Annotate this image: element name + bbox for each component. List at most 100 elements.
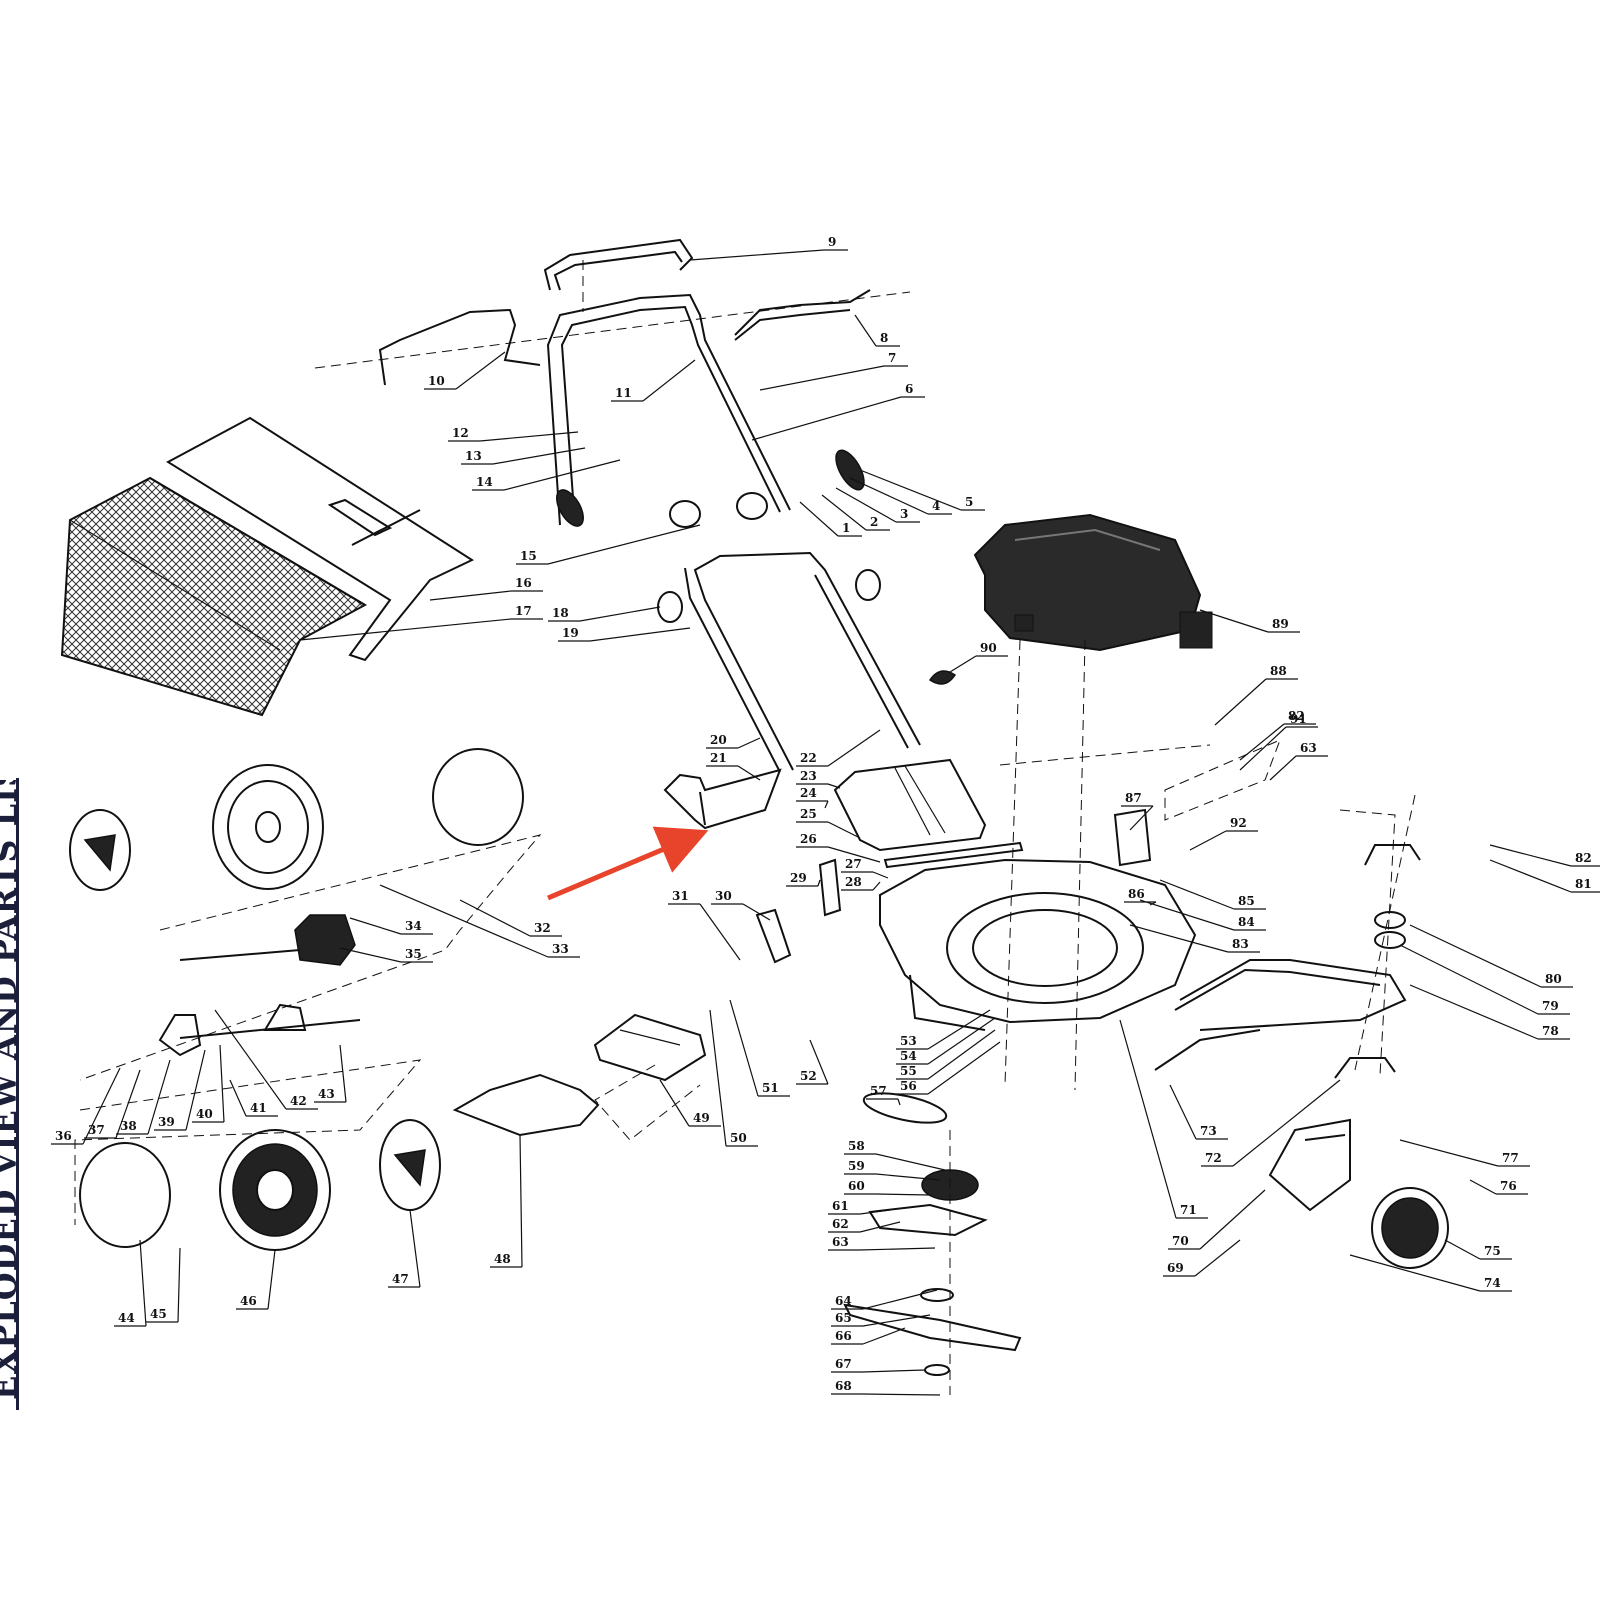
leader-line-p6 xyxy=(751,396,902,441)
leader-line-p53 xyxy=(927,1009,991,1050)
part-label-p42: 42 xyxy=(290,1094,307,1108)
part-label-p70: 70 xyxy=(1172,1234,1189,1248)
part-label-p14: 14 xyxy=(476,475,493,489)
part-label-p55: 55 xyxy=(900,1064,917,1078)
leader-line-p60 xyxy=(875,1193,931,1196)
part-label-p38: 38 xyxy=(120,1119,137,1133)
part-label-p6: 6 xyxy=(905,382,913,396)
leader-line-p76 xyxy=(1469,1179,1497,1195)
part-label-p39: 39 xyxy=(158,1115,175,1129)
leader-line-p20 xyxy=(737,737,761,749)
leader-line-p21 xyxy=(737,765,761,781)
part-label-p47: 47 xyxy=(392,1272,409,1286)
mulch-plate xyxy=(593,1013,707,1082)
leader-line-p71 xyxy=(1119,1019,1177,1219)
leader-line-p40 xyxy=(219,1044,225,1123)
leader-line-p2 xyxy=(821,494,867,531)
part-label-p7: 7 xyxy=(888,351,896,365)
part-label-p49: 49 xyxy=(693,1111,710,1125)
part-label-p16: 16 xyxy=(515,576,532,590)
cable-axis-line xyxy=(314,291,911,369)
leader-line-p70 xyxy=(1199,1189,1266,1250)
drive-belt xyxy=(862,1092,948,1124)
catcher-frame xyxy=(166,416,475,662)
part-label-p44: 44 xyxy=(118,1311,135,1325)
part-label-p12: 12 xyxy=(452,426,469,440)
leader-line-p59 xyxy=(875,1173,941,1181)
engine xyxy=(973,513,1213,652)
lower-handle xyxy=(657,551,921,773)
part-label-p87: 87 xyxy=(1125,791,1142,805)
leader-line-p86 xyxy=(1149,901,1157,906)
leader-line-p11 xyxy=(642,359,696,402)
leader-line-p73 xyxy=(1169,1084,1197,1140)
leader-line-p27 xyxy=(872,871,889,879)
leader-line-p16 xyxy=(429,590,512,601)
leader-line-p78 xyxy=(1409,984,1539,1040)
part-label-p13: 13 xyxy=(465,449,482,463)
part-label-p79: 79 xyxy=(1542,999,1559,1013)
side-title-rule xyxy=(16,778,19,1410)
leader-line-p12 xyxy=(479,431,579,442)
leader-line-p18 xyxy=(579,606,661,622)
part-label-p60: 60 xyxy=(848,1179,865,1193)
front-wheel xyxy=(1371,1187,1449,1269)
leader-line-p81 xyxy=(1489,859,1572,893)
leader-line-p56 xyxy=(927,1041,1001,1095)
part-label-p82: 82 xyxy=(1575,851,1592,865)
part-label-p5: 5 xyxy=(965,495,973,509)
leader-line-p82 xyxy=(1489,844,1572,867)
control-cable xyxy=(734,289,871,341)
highlight-arrow xyxy=(547,826,709,901)
part-label-p3: 3 xyxy=(900,507,908,521)
part-label-p59: 59 xyxy=(848,1159,865,1173)
part-label-p48: 48 xyxy=(494,1252,511,1266)
leader-line-p63 xyxy=(859,1247,936,1251)
leader-line-p91 xyxy=(1239,726,1287,771)
leader-line-p65 xyxy=(862,1314,931,1327)
leader-line-p32 xyxy=(459,899,531,937)
part-label-p4: 4 xyxy=(932,499,940,513)
part-label-p63: 63 xyxy=(832,1235,849,1249)
part-label-p78: 78 xyxy=(1542,1024,1559,1038)
leader-line-p24 xyxy=(824,800,829,809)
leader-line-p90 xyxy=(949,655,977,673)
leader-line-p1 xyxy=(799,501,839,537)
leader-line-p74 xyxy=(1349,1254,1481,1292)
leader-line-p19 xyxy=(589,627,691,642)
leader-line-p44 xyxy=(139,1239,147,1327)
part-label-p74: 74 xyxy=(1484,1276,1501,1290)
part-label-p29: 29 xyxy=(790,871,807,885)
part-label-p69: 69 xyxy=(1167,1261,1184,1275)
part-label-p37: 37 xyxy=(88,1123,105,1137)
leader-line-p50 xyxy=(709,1009,727,1147)
mower-deck xyxy=(879,858,1197,1031)
swivel-column xyxy=(1334,844,1421,1079)
part-label-p71: 71 xyxy=(1180,1203,1197,1217)
clip-part xyxy=(928,670,957,685)
part-label-p90: 90 xyxy=(980,641,997,655)
leader-line-p33 xyxy=(379,884,549,958)
part-label-p27: 27 xyxy=(845,857,862,871)
leader-line-p42 xyxy=(214,1009,287,1110)
leader-line-p9 xyxy=(689,249,825,261)
part-label-p54: 54 xyxy=(900,1049,917,1063)
part-label-p15: 15 xyxy=(520,549,537,563)
part-label-p41: 41 xyxy=(250,1101,267,1115)
part-label-p18: 18 xyxy=(552,606,569,620)
part-label-p64: 64 xyxy=(835,1294,852,1308)
leader-line-p31 xyxy=(699,903,741,961)
part-label-p40: 40 xyxy=(196,1107,213,1121)
part-label-p24: 24 xyxy=(800,786,817,800)
rear-guard xyxy=(833,758,987,852)
part-label-p89: 89 xyxy=(1272,617,1289,631)
part-label-p2: 2 xyxy=(870,515,878,529)
part-label-p76: 76 xyxy=(1500,1179,1517,1193)
leader-line-p48 xyxy=(519,1134,523,1268)
part-label-p80: 80 xyxy=(1545,972,1562,986)
leader-line-p58 xyxy=(875,1153,946,1171)
leader-line-p93 xyxy=(1269,755,1297,781)
leader-line-p10 xyxy=(455,351,506,390)
part-label-p33: 33 xyxy=(552,942,569,956)
